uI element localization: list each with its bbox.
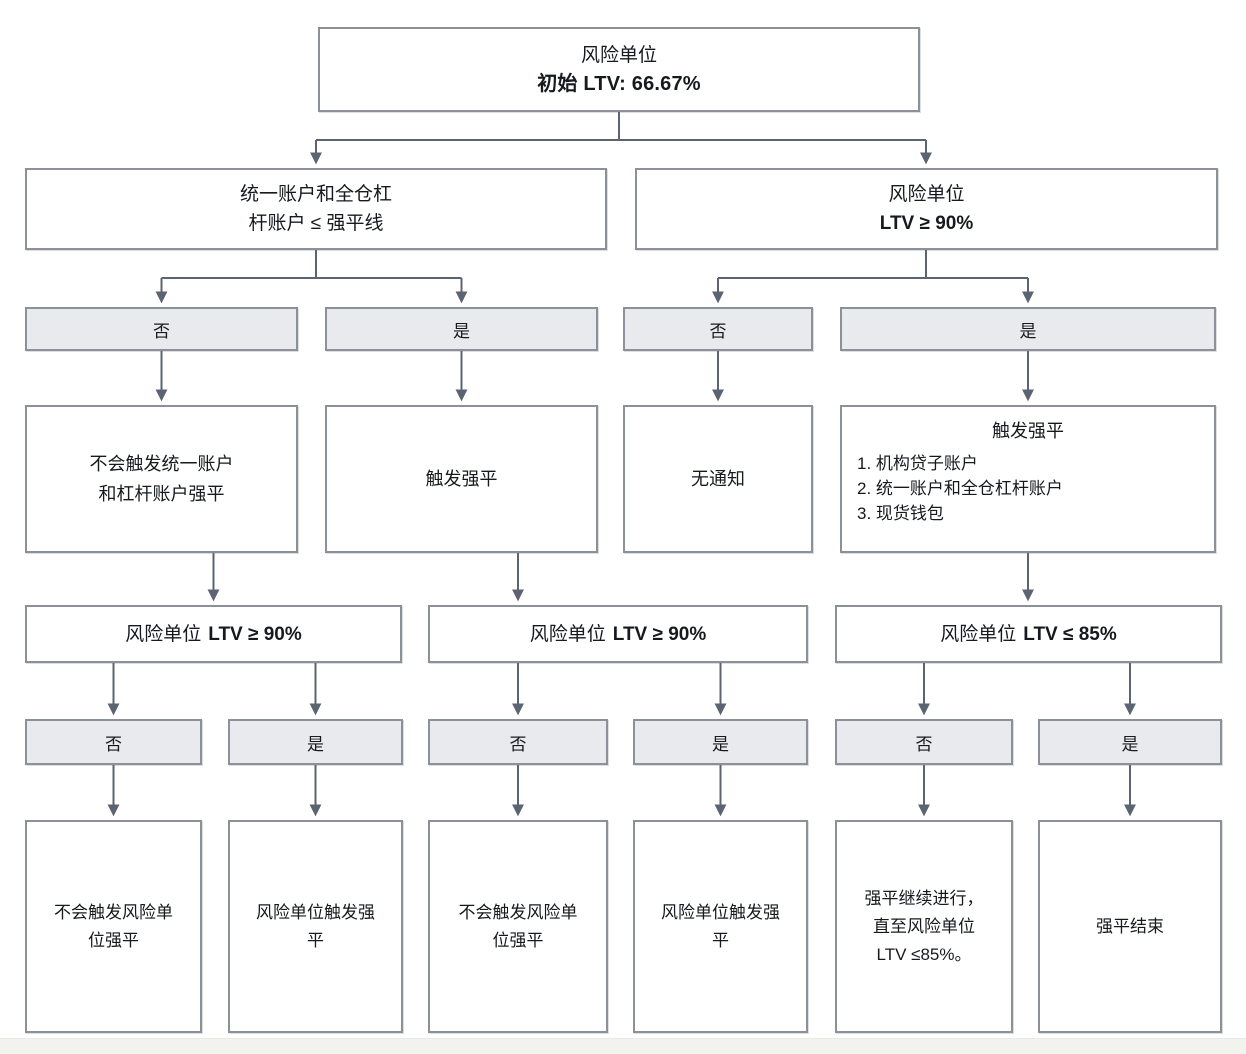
root-initial-ltv: 初始 LTV: 66.67%: [537, 72, 701, 95]
decision-no-unified: 否: [25, 307, 298, 351]
decision-no-ltv90-left: 否: [25, 719, 202, 765]
node-final-no-risk-liq-mid: 不会触发风险单位强平: [428, 820, 608, 1033]
node-cond-ltv90-left: 风险单位 LTV ≥ 90%: [25, 605, 402, 663]
node-no-notice: 无通知: [623, 405, 813, 553]
page-bottom-strip: [0, 1038, 1246, 1054]
node-cond-ltv90-mid: 风险单位 LTV ≥ 90%: [428, 605, 808, 663]
node-no-unified-liquidation: 不会触发统一账户和杠杆账户强平: [25, 405, 298, 553]
cond-ltv90-left-value: LTV ≥ 90%: [208, 623, 302, 645]
node-final-risk-liq-left: 风险单位触发强平: [228, 820, 403, 1033]
decision-no-risk-unit: 否: [623, 307, 813, 351]
cond-ltv85-value: LTV ≤ 85%: [1023, 623, 1117, 645]
decision-yes-risk-unit: 是: [840, 307, 1216, 351]
cond-ltv90-mid-prefix: 风险单位: [529, 623, 606, 645]
decision-no-ltv85: 否: [835, 719, 1013, 765]
root-title: 风险单位: [580, 44, 657, 66]
cond-risk-top-line2: LTV ≥ 90%: [879, 213, 974, 234]
decision-yes-unified: 是: [325, 307, 598, 351]
cond-ltv85-prefix: 风险单位: [940, 623, 1017, 645]
node-final-no-risk-liq-left: 不会触发风险单位强平: [25, 820, 202, 1033]
cond-ltv90-mid-value: LTV ≥ 90%: [612, 623, 707, 645]
node-cond-risk-unit-ltv90: 风险单位 LTV ≥ 90%: [635, 168, 1218, 250]
decision-yes-ltv85: 是: [1038, 719, 1222, 765]
trigger-liq-title: 触发强平: [992, 421, 1064, 441]
node-cond-ltv85-right: 风险单位 LTV ≤ 85%: [835, 605, 1222, 663]
node-trigger-liquidation: 触发强平: [325, 405, 598, 553]
decision-yes-ltv90-left: 是: [228, 719, 403, 765]
node-final-risk-liq-mid: 风险单位触发强平: [633, 820, 808, 1033]
node-root-risk-unit: 风险单位 初始 LTV: 66.67%: [318, 27, 920, 112]
cond-ltv90-left-prefix: 风险单位: [125, 623, 202, 645]
decision-no-ltv90-mid: 否: [428, 719, 608, 765]
decision-yes-ltv90-mid: 是: [633, 719, 808, 765]
node-cond-unified-account-liq-line: 统一账户和全仓杠杆账户 ≤ 强平线: [25, 168, 607, 250]
cond-risk-top-line1: 风险单位: [888, 184, 965, 205]
node-final-liq-ends: 强平结束: [1038, 820, 1222, 1033]
